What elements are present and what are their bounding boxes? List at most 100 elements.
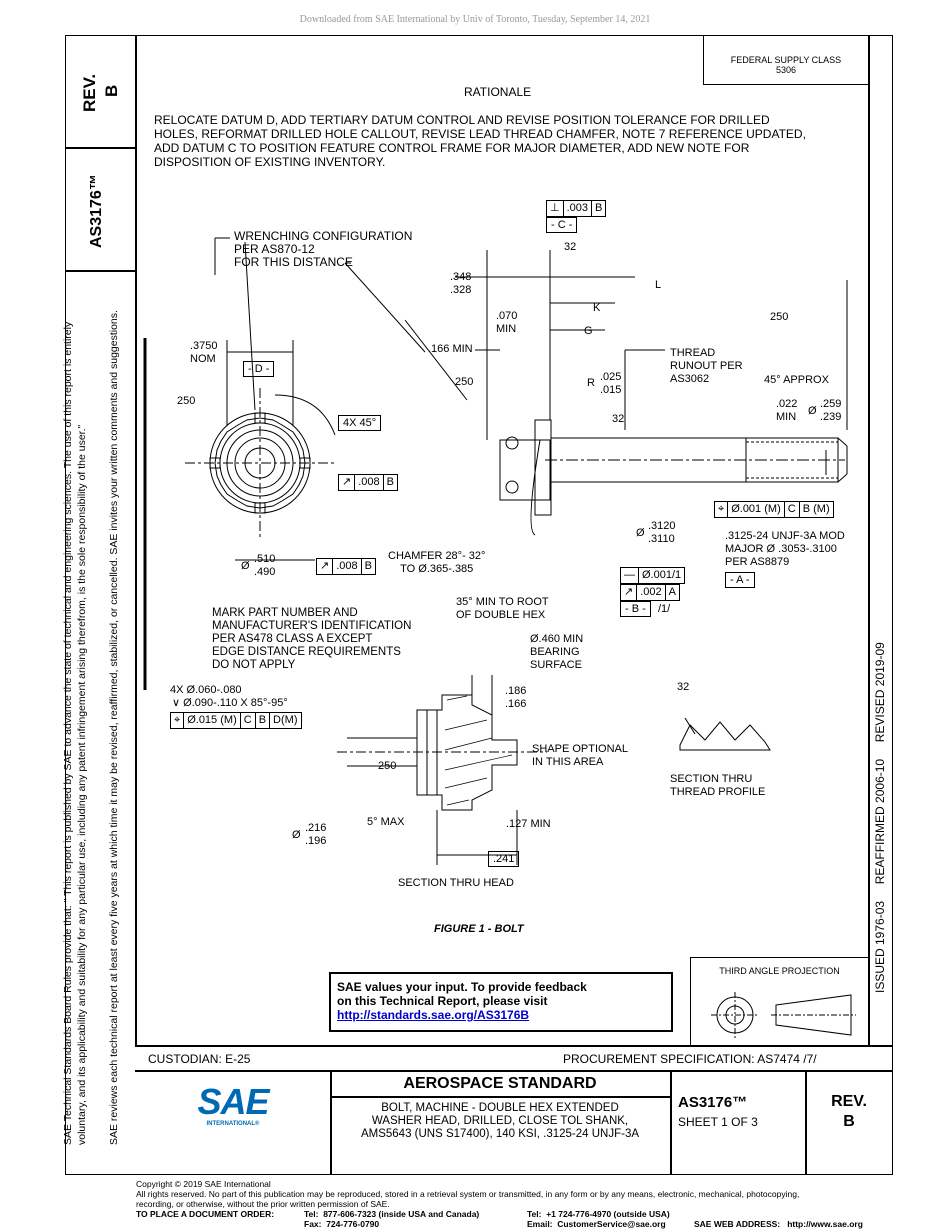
rev-corner-value-text: B [102, 84, 121, 97]
note-ref-1: /1/ [658, 603, 671, 615]
titleblock-title-line [330, 1096, 670, 1098]
chamfer-note: CHAMFER 28°- 32° TO Ø.365-.385 [388, 550, 486, 575]
left-rev-divider [65, 147, 135, 149]
titleblock-divider-doc [670, 1070, 672, 1175]
radius-values: .025 .015 [600, 371, 622, 396]
position-holes-mod: M [223, 714, 234, 726]
titleblock-mid [135, 1070, 893, 1072]
chamfer-45: 45° APPROX [764, 374, 829, 386]
copyright: Copyright © 2019 SAE International [136, 1179, 271, 1189]
dim-166-min: .166 MIN [428, 343, 473, 355]
surface-250-section: 250 [378, 760, 397, 772]
custodian: CUSTODIAN: E-25 [148, 1052, 251, 1066]
dim-022: .022 MIN [776, 398, 798, 423]
fcf-position-major: ⌖ Ø.001 (M) C B (M) [714, 501, 834, 518]
procurement-spec: PROCUREMENT SPECIFICATION: AS7474 /7/ [563, 1052, 817, 1066]
supply-class-line1: FEDERAL SUPPLY CLASS [730, 55, 842, 65]
section-head-view [337, 675, 547, 865]
dia-symbol-259: Ø [808, 405, 817, 417]
figure-caption: FIGURE 1 - BOLT [434, 923, 524, 935]
rev-box-label: REV. [831, 1093, 867, 1110]
section-head-label: SECTION THRU HEAD [398, 877, 514, 889]
position-holes-tol: Ø.015 (M) [184, 713, 241, 728]
tel-usa: Tel: 877-606-7323 (inside USA and Canada… [304, 1209, 480, 1219]
section-thread-label: SECTION THRU THREAD PROFILE [670, 773, 766, 798]
datum-b: - B - [620, 601, 651, 617]
profile-1-symbol: ↗ [339, 475, 356, 490]
surface-32-mid: 32 [612, 413, 625, 425]
surface-250-head: 250 [455, 376, 474, 388]
runout-datum: A [668, 586, 676, 598]
dia-259: .259 .239 [820, 398, 842, 423]
feedback-line2: on this Technical Report, please visit [337, 994, 548, 1008]
doc-number-vertical: AS3176™ [88, 174, 106, 248]
standard-title: AEROSPACE STANDARD [403, 1075, 597, 1092]
titleblock-divider-logo [330, 1070, 332, 1175]
drawing-frame [65, 35, 893, 1175]
dia-symbol-510: Ø [241, 560, 250, 572]
supply-class-line2: 5306 [775, 65, 797, 75]
dim-186: .186 .166 [505, 685, 527, 710]
fcf-profile-1: ↗ .008 B [338, 474, 398, 491]
margin-rules-line2-text: voluntary, and its applicability and sui… [76, 424, 88, 1145]
tel-outside: Tel: +1 724-776-4970 (outside USA) [527, 1209, 670, 1219]
position-holes-d2: B [256, 713, 271, 728]
rev-box-value: B [843, 1113, 855, 1130]
position-major-tol-text: Ø.001 [731, 503, 762, 515]
runout-tol: .002 [637, 585, 666, 600]
sae-logo-sub: INTERNATIONAL® [206, 1121, 260, 1127]
margin-review-line-text: SAE reviews each technical report at lea… [108, 310, 120, 1145]
rev-corner-label: REV. [80, 74, 100, 112]
dim-k: K [593, 302, 601, 314]
feedback-link[interactable]: http://standards.sae.org/AS3176B [337, 1008, 530, 1022]
fcf-profile-2: ↗ .008 B [316, 558, 376, 575]
right-margin-dates: ISSUED 1976-03 REAFFIRMED 2006-10 REVISE… [873, 642, 887, 993]
profile-1-datum: B [386, 476, 394, 488]
sae-logo: SAE INTERNATIONAL® [193, 1083, 273, 1128]
projection-label: THIRD ANGLE PROJECTION [719, 966, 840, 976]
runout-symbol: ↗ [621, 585, 638, 600]
mark-note: MARK PART NUMBER AND MANUFACTURER'S IDEN… [212, 607, 412, 671]
fcf-perpendicularity: ⊥ .003 B [546, 200, 607, 217]
projection-box: THIRD ANGLE PROJECTION [690, 957, 868, 1045]
shape-optional-note: SHAPE OPTIONAL IN THIS AREA [532, 743, 628, 768]
dim-127: .127 MIN [506, 818, 551, 830]
projection-symbol [711, 992, 856, 1038]
straightness-symbol: — [621, 568, 639, 583]
feedback-line1: SAE values your input. To provide feedba… [337, 980, 587, 994]
bolt-side-view [455, 250, 848, 536]
footer: Copyright © 2019 SAE International All r… [136, 1179, 896, 1209]
dim-070: .070 MIN [496, 310, 518, 335]
supply-class-box: FEDERAL SUPPLY CLASS 5306 [703, 35, 868, 85]
web-address: SAE WEB ADDRESS: http://www.sae.org [694, 1219, 863, 1229]
position-holes-d3-mod: M [284, 714, 294, 726]
right-column-divider [868, 35, 870, 1045]
dia-216: .216 .196 [305, 822, 327, 847]
titleblock-top [135, 1045, 893, 1047]
perpendicularity-symbol: ⊥ [547, 201, 564, 216]
datum-d: - D - [243, 361, 275, 377]
csk-note-text: Ø.090-.110 X 85°-95° [183, 697, 288, 709]
datum-c: - C - [546, 217, 578, 233]
min-root-note: 35° MIN TO ROOT OF DOUBLE HEX [456, 596, 549, 621]
holes-note: 4X Ø.060-.080 [170, 684, 242, 696]
wrenching-note: WRENCHING CONFIGURATION PER AS870-12 FOR… [234, 229, 413, 269]
perpendicularity-datum: B [595, 202, 603, 214]
position-major-d2: B (M) [802, 503, 830, 515]
profile-2-tol: .008 [333, 559, 362, 574]
straightness-tol: Ø.001/1 [642, 569, 682, 581]
fcf-position-holes: ⌖ Ø.015 (M) C B D(M) [170, 712, 302, 729]
position-major-d1: C [785, 502, 800, 517]
surface-250-left: 250 [177, 395, 196, 407]
dia-symbol-216: Ø [292, 829, 301, 841]
surface-250-right: 250 [770, 311, 789, 323]
thread-note: .3125-24 UNJF-3A MOD MAJOR Ø .3053-.3100… [725, 530, 845, 568]
dim-l: L [655, 279, 662, 291]
five-max: 5° MAX [367, 816, 405, 828]
fax: Fax: 724-776-0790 [304, 1219, 380, 1229]
order-label: TO PLACE A DOCUMENT ORDER: [136, 1209, 275, 1219]
fcf-runout: ↗ .002 A [620, 584, 680, 601]
bolt-drawing [143, 237, 848, 865]
perpendicularity-tol: .003 [564, 201, 593, 216]
email: Email: CustomerService@sae.org [527, 1219, 666, 1229]
